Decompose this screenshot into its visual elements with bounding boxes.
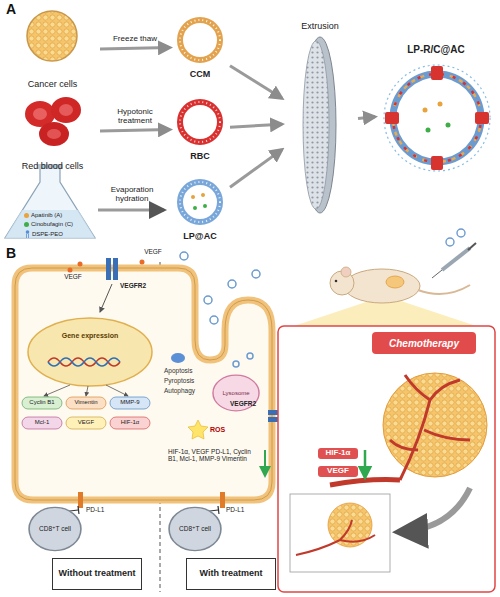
dna-strand xyxy=(48,358,120,366)
text-label: MMP-9 xyxy=(110,399,150,406)
text-label: VEGF xyxy=(318,466,358,477)
text-label: Evaporation hydration xyxy=(100,186,164,204)
text-label: PD-L1 xyxy=(226,506,256,513)
text-label: VEGFR2 xyxy=(120,282,160,289)
down-arrow xyxy=(264,450,266,476)
text-label: VEGF xyxy=(56,273,90,280)
membrane-vesicle: RBC xyxy=(170,96,230,162)
edge-label: Hypotonic treatment xyxy=(105,108,165,126)
legend-item: DSPE-PEO xyxy=(24,230,63,238)
lipid-symbol xyxy=(24,230,31,238)
nanoparticle-icons xyxy=(180,252,260,367)
condition-box: Without treatment xyxy=(52,558,142,590)
outline xyxy=(169,507,221,550)
mouse-art xyxy=(282,229,488,330)
ccm-ring xyxy=(180,20,220,60)
hybrid-nanoparticle xyxy=(384,65,490,171)
protein-pills xyxy=(22,397,150,429)
therapy-tab: Chemotherapy xyxy=(372,332,476,354)
small-tumor-frame xyxy=(290,494,390,572)
panel-letter: B xyxy=(6,246,26,261)
legend-swatch xyxy=(24,213,29,218)
condition-box: With treatment xyxy=(186,558,276,590)
flow-arrow xyxy=(100,130,170,131)
node-text: Extrusion xyxy=(301,22,339,32)
down-arrow xyxy=(364,450,367,478)
pdl1-symbol xyxy=(78,492,225,508)
text-label: HIF-1α, VEGF PD-L1, Cyclin B1, Mcl-1, MM… xyxy=(168,448,260,462)
tcell-circle: CD8⁺T cell xyxy=(168,506,222,552)
legend-swatch xyxy=(24,222,29,227)
flow-arrow xyxy=(230,66,282,99)
lipid-tail xyxy=(27,234,29,239)
small-tumor-art xyxy=(296,503,375,555)
legend-item: Cinobufagin (C) xyxy=(24,221,73,227)
text-label: Cyclin B1 xyxy=(22,399,62,406)
node-text: Cancer cells xyxy=(28,80,78,90)
flow-arrow xyxy=(100,48,170,49)
inset-frame xyxy=(278,326,495,592)
signal-arrow xyxy=(100,284,112,312)
text-label: PD-L1 xyxy=(86,506,116,513)
text-label: ROS xyxy=(210,426,234,434)
rbc-ring xyxy=(180,102,220,142)
text-label: Pyroptosis xyxy=(164,377,210,384)
panel-letter: A xyxy=(6,2,26,17)
dna-strand xyxy=(48,358,120,366)
flow-arrow xyxy=(358,117,375,119)
legend-text: DSPE-PEO xyxy=(32,231,63,237)
cell-membrane-line xyxy=(15,268,272,500)
legend-item: Apatinib (A) xyxy=(24,212,62,218)
membrane-vesicle: CCM xyxy=(170,14,230,80)
flow-arrow xyxy=(230,124,282,127)
text-label: VEGF xyxy=(136,248,170,255)
liposome-ring xyxy=(180,182,220,222)
legend-text: Apatinib (A) xyxy=(31,212,62,218)
node-text: CCM xyxy=(190,70,211,80)
node-text: Lysosome xyxy=(222,390,249,397)
cell-source: Red blood cells xyxy=(5,92,100,172)
cell-membrane xyxy=(15,268,272,500)
flow-arrow xyxy=(230,150,282,188)
node-text: LP-R/C@AC xyxy=(407,44,465,55)
process-arrow xyxy=(98,209,164,212)
text-label: HIF-1α xyxy=(110,419,150,426)
node-text: Without treatment xyxy=(59,569,136,579)
text-label: Autophagy xyxy=(164,387,210,394)
lipid-head xyxy=(26,230,30,234)
text-label: VEGF xyxy=(66,419,106,426)
text-label: Vimentin xyxy=(66,399,106,406)
text-label: Gene expression xyxy=(55,332,125,340)
node-text: CD8⁺T cell xyxy=(39,525,71,532)
nucleus xyxy=(28,318,152,386)
expression-arrows xyxy=(44,385,128,396)
death-symbol xyxy=(171,353,185,363)
hybrid-nanoparticle: LP-R/C@AC xyxy=(375,44,497,178)
node-text: Red blood cells xyxy=(22,162,84,172)
liposome: LP@AC xyxy=(170,176,230,242)
tcell-circle: CD8⁺T cell xyxy=(28,506,82,552)
node-text: LP@AC xyxy=(183,232,216,242)
cell-source: Cancer cells xyxy=(5,10,100,90)
edge-label: Freeze thaw xyxy=(105,35,165,44)
text-label: VEGFR2 xyxy=(230,400,270,407)
text-label: Mcl-1 xyxy=(22,419,62,426)
cancer-cell-art xyxy=(27,11,77,61)
outline xyxy=(29,507,81,550)
extrusion-filter xyxy=(303,37,336,213)
extrusion-step: Extrusion xyxy=(282,22,358,222)
text-label: Apoptosis xyxy=(164,367,210,374)
legend-text: Cinobufagin (C) xyxy=(31,221,73,227)
progress-arrow xyxy=(398,488,470,532)
text-label: HIF-1α xyxy=(318,448,358,459)
node-text: Chemotherapy xyxy=(389,338,459,349)
node-text: RBC xyxy=(190,152,210,162)
node-text: CD8⁺T cell xyxy=(179,525,211,532)
rbc-art xyxy=(25,97,81,146)
ros-star xyxy=(188,420,208,439)
flask-art xyxy=(5,164,95,238)
node-text: With treatment xyxy=(200,569,263,579)
